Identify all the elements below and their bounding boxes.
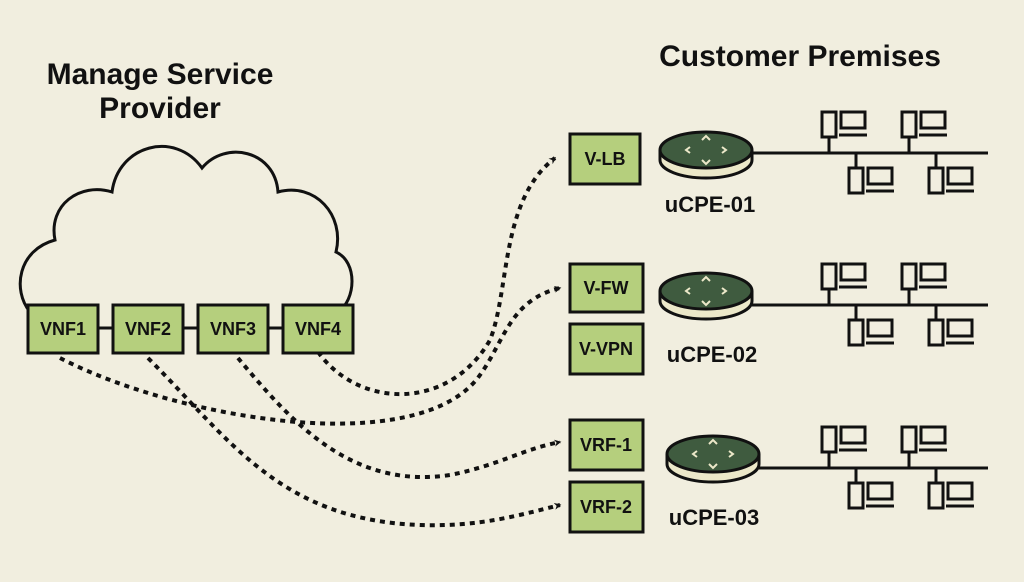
computer-icon (820, 425, 867, 454)
provider-title-line2: Provider (99, 92, 221, 125)
router-icon[interactable] (658, 271, 754, 321)
lan-network (759, 452, 988, 483)
router-icon[interactable] (658, 130, 754, 180)
computer-icon (927, 481, 974, 510)
link-group (59, 156, 562, 528)
site-ucpe-02: uCPE-02 (658, 262, 988, 367)
vnf-label: VNF2 (125, 319, 171, 339)
link-vnf4-vlb (316, 156, 557, 396)
site-label: uCPE-03 (669, 505, 759, 530)
computer-icon (820, 262, 867, 291)
vnf-box[interactable]: VNF2 (111, 303, 185, 355)
function-label: V-VPN (579, 339, 633, 359)
function-box[interactable]: VRF-2 (568, 480, 645, 534)
site-label: uCPE-02 (667, 342, 757, 367)
computer-icon (847, 318, 894, 347)
router-icon[interactable] (665, 434, 761, 484)
function-label: V-LB (584, 149, 625, 169)
function-box[interactable]: VRF-1 (568, 418, 645, 472)
link-vnf1-vfw (59, 285, 562, 426)
function-box[interactable]: V-LB (568, 132, 642, 186)
vnf-box[interactable]: VNF4 (281, 303, 355, 355)
computer-icon (927, 318, 974, 347)
site-ucpe-01: uCPE-01 (658, 110, 988, 217)
function-box[interactable]: V-VPN (568, 322, 645, 376)
computer-icon (847, 166, 894, 195)
lan-network (752, 289, 988, 320)
computer-icon (900, 110, 947, 139)
link-vnf3-vrf1 (236, 356, 562, 479)
computer-icon (900, 262, 947, 291)
cloud-icon (18, 144, 354, 314)
customer-title: Customer Premises (659, 40, 941, 73)
function-box[interactable]: V-FW (568, 262, 645, 314)
vnf-box[interactable]: VNF3 (196, 303, 270, 355)
computer-icon (820, 110, 867, 139)
vnf-box[interactable]: VNF1 (26, 303, 100, 355)
site-ucpe-03: uCPE-03 (665, 425, 988, 530)
vnf-label: VNF3 (210, 319, 256, 339)
function-label: VRF-1 (580, 435, 632, 455)
computer-icon (927, 166, 974, 195)
function-label: V-FW (584, 278, 629, 298)
link-vnf2-vrf2 (146, 356, 562, 528)
lan-network (752, 137, 988, 168)
provider-title-line1: Manage Service (47, 58, 274, 91)
computer-icon (900, 425, 947, 454)
function-label: VRF-2 (580, 497, 632, 517)
computer-icon (847, 481, 894, 510)
vnf-label: VNF1 (40, 319, 86, 339)
site-label: uCPE-01 (665, 192, 755, 217)
vnf-label: VNF4 (295, 319, 341, 339)
